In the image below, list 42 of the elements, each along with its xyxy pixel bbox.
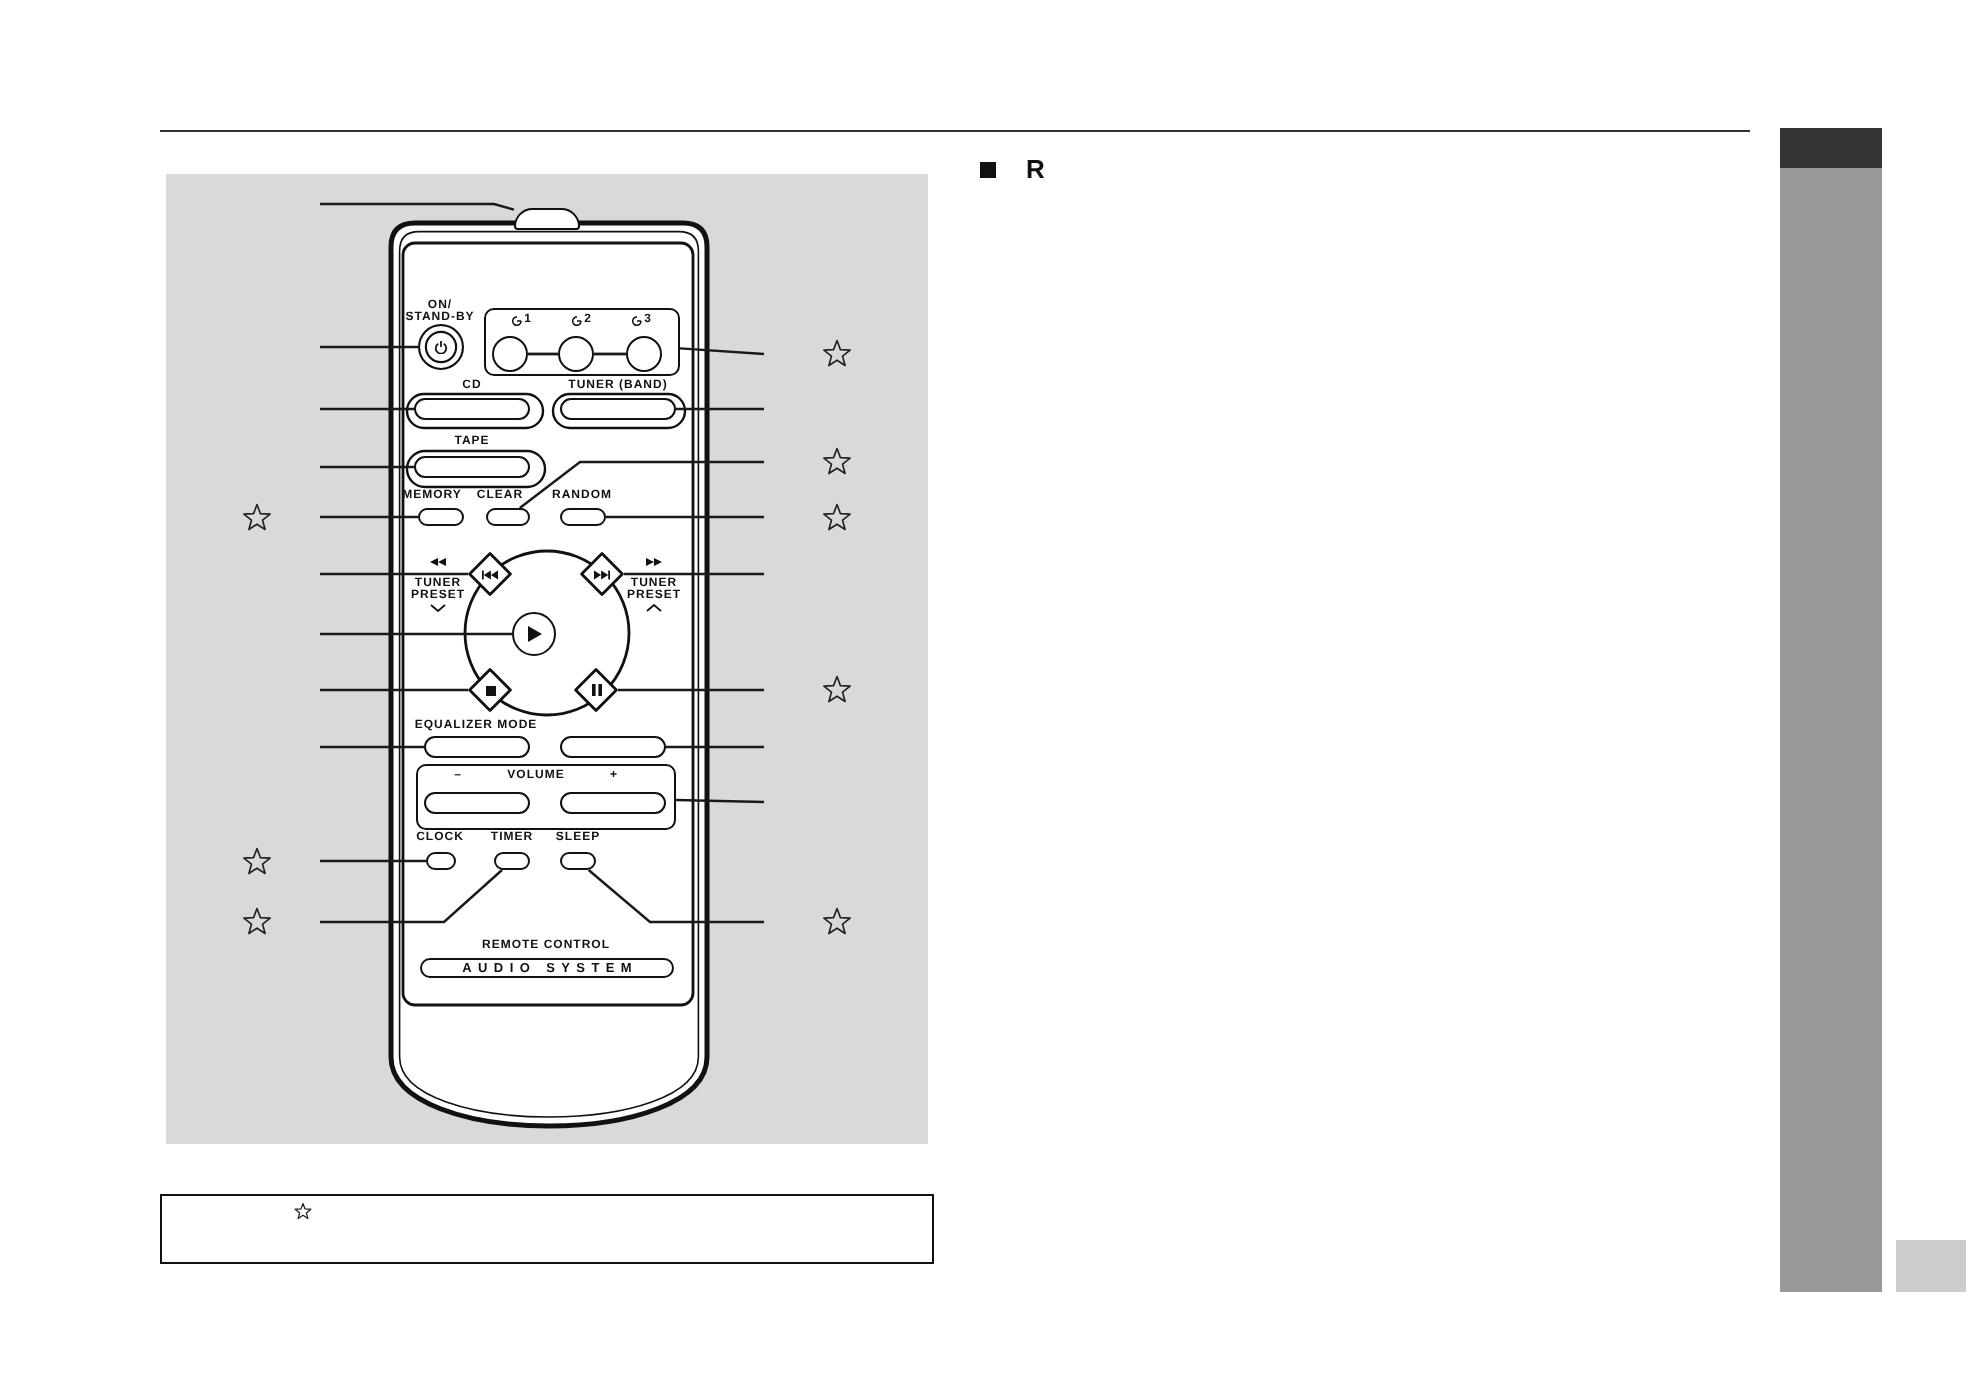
volume-button-panel (416, 764, 676, 830)
diamond-button (580, 552, 624, 596)
pill-button (414, 456, 530, 478)
preset-button-panel (484, 308, 680, 376)
leader-line (676, 407, 764, 411)
pill-button (418, 508, 464, 526)
label-plate (420, 958, 674, 978)
leader-line (618, 688, 764, 692)
leader-line (320, 515, 418, 519)
leader-line (320, 688, 468, 692)
pill-button (486, 508, 530, 526)
pill-button (424, 736, 530, 758)
leader-line (587, 869, 764, 924)
diamond-button (574, 668, 618, 712)
pill-button (414, 398, 530, 420)
pill-button (494, 852, 530, 870)
leader-line (320, 632, 512, 636)
leader-line (320, 859, 426, 863)
leader-line (519, 460, 764, 509)
pill-button (560, 508, 606, 526)
leader-line (679, 347, 765, 356)
transmitter-window (514, 208, 580, 230)
pill-button (560, 736, 666, 758)
leader-line (624, 572, 764, 576)
pill-button (560, 852, 596, 870)
leader-line (320, 202, 515, 211)
leader-line (320, 345, 418, 349)
pill-button (560, 398, 676, 420)
leader-line (666, 745, 764, 749)
leader-line (320, 869, 503, 924)
leader-line (320, 745, 424, 749)
connector-line (528, 352, 558, 356)
leader-line (320, 572, 468, 576)
diamond-button (468, 668, 512, 712)
connector-line (594, 352, 626, 356)
pill-button (426, 852, 456, 870)
diamond-button (468, 552, 512, 596)
leader-line (320, 407, 414, 411)
section-heading: R (1026, 156, 1045, 182)
leader-line (675, 798, 765, 804)
leader-line (320, 465, 414, 469)
leader-line (606, 515, 764, 519)
